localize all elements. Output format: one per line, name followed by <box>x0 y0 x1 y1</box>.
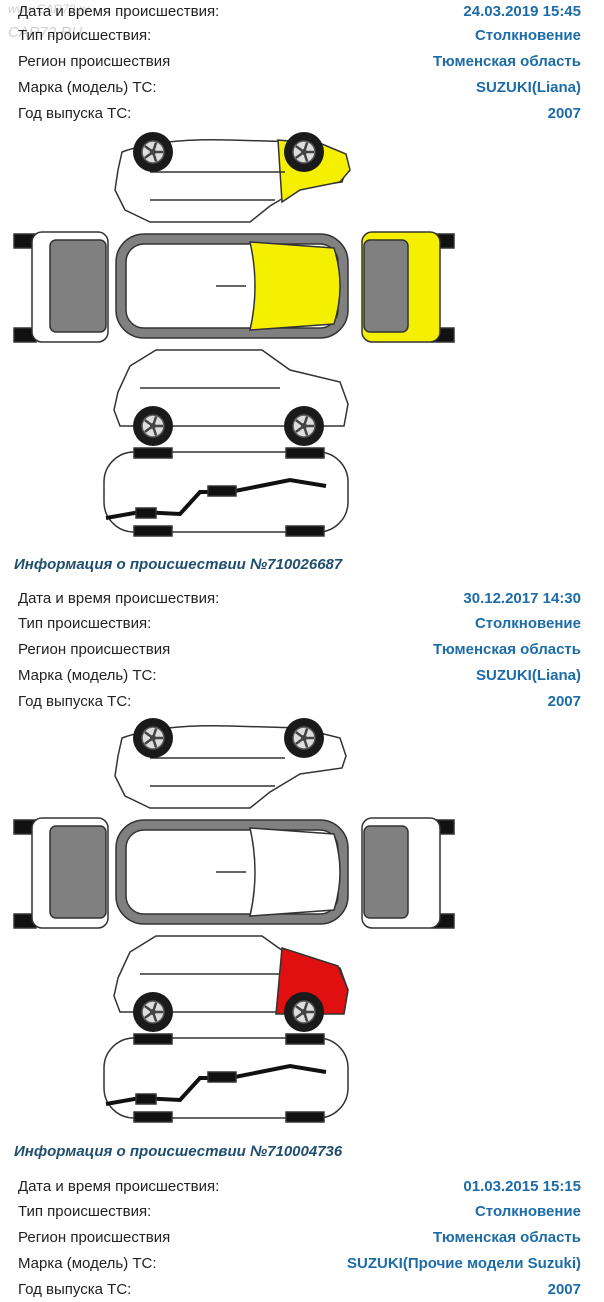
watermark: www.CAR72.ru CAR72.RU <box>8 2 128 52</box>
label-year: Год выпуска ТС: <box>18 105 132 122</box>
label-year: Год выпуска ТС: <box>18 1281 132 1298</box>
wheel <box>133 718 173 758</box>
incident-heading: Информация о происшествии №710026687 <box>14 556 343 573</box>
row-year: Год выпуска ТС: 2007 <box>18 1278 581 1302</box>
car-front-view <box>361 817 455 929</box>
car-rear-view <box>13 817 109 929</box>
value-type: Столкновение <box>474 27 581 44</box>
incident-heading: Информация о происшествии №710004736 <box>14 1143 343 1160</box>
wheel <box>284 406 324 446</box>
car-underbody <box>103 447 349 537</box>
watermark-line1: www.CAR72.ru <box>8 2 90 16</box>
value-type: Столкновение <box>474 1203 581 1220</box>
value-year: 2007 <box>547 1281 581 1298</box>
wheel <box>284 718 324 758</box>
label-region: Регион происшествия <box>18 53 171 70</box>
label-year: Год выпуска ТС: <box>18 693 132 710</box>
value-year: 2007 <box>547 105 581 122</box>
row-region: Регион происшествия Тюменская область <box>18 638 581 662</box>
row-year: Год выпуска ТС: 2007 <box>18 690 581 714</box>
label-date: Дата и время происшествия: <box>18 3 220 20</box>
label-type: Тип происшествия: <box>18 1203 152 1220</box>
label-type: Тип происшествия: <box>18 27 152 44</box>
row-type: Тип происшествия: Столкновение <box>18 612 581 636</box>
wheel <box>133 406 173 446</box>
wheel <box>133 992 173 1032</box>
row-model: Марка (модель) ТС: SUZUKI(Прочие модели … <box>18 1252 581 1276</box>
value-date: 01.03.2015 15:15 <box>463 1178 581 1195</box>
row-region: Регион происшествия Тюменская область <box>18 1226 581 1250</box>
value-region: Тюменская область <box>432 1229 581 1246</box>
label-model: Марка (модель) ТС: <box>18 79 157 96</box>
row-date: Дата и время происшествия: 30.12.2017 14… <box>18 587 581 611</box>
value-model: SUZUKI(Liana) <box>476 79 581 96</box>
row-type: Тип происшествия: Столкновение <box>18 24 581 48</box>
car-damage-diagram <box>0 130 604 540</box>
car-right-side <box>113 349 349 427</box>
car-underbody <box>103 1033 349 1123</box>
car-rear-view <box>13 231 109 343</box>
row-date: Дата и время происшествия: 24.03.2019 15… <box>18 0 581 24</box>
row-region: Регион происшествия Тюменская область <box>18 50 581 74</box>
wheel <box>284 132 324 172</box>
value-year: 2007 <box>547 693 581 710</box>
label-date: Дата и время происшествия: <box>18 1178 220 1195</box>
row-model: Марка (модель) ТС: SUZUKI(Liana) <box>18 76 581 100</box>
watermark-line2: CAR72.RU <box>8 24 83 41</box>
row-model: Марка (модель) ТС: SUZUKI(Liana) <box>18 664 581 688</box>
value-model: SUZUKI(Прочие модели Suzuki) <box>347 1255 581 1272</box>
car-front-view <box>361 231 455 343</box>
label-date: Дата и время происшествия: <box>18 590 220 607</box>
value-region: Тюменская область <box>432 53 581 70</box>
value-type: Столкновение <box>474 615 581 632</box>
row-date: Дата и время происшествия: 01.03.2015 15… <box>18 1175 581 1199</box>
value-date: 24.03.2019 15:45 <box>463 3 581 20</box>
label-region: Регион происшествия <box>18 641 171 658</box>
car-top-view <box>115 819 349 925</box>
label-region: Регион происшествия <box>18 1229 171 1246</box>
value-model: SUZUKI(Liana) <box>476 667 581 684</box>
wheel <box>284 992 324 1032</box>
row-type: Тип происшествия: Столкновение <box>18 1200 581 1224</box>
label-type: Тип происшествия: <box>18 615 152 632</box>
row-year: Год выпуска ТС: 2007 <box>18 102 581 126</box>
car-damage-diagram <box>0 716 604 1126</box>
car-top-view <box>115 233 349 339</box>
label-model: Марка (модель) ТС: <box>18 1255 157 1272</box>
value-region: Тюменская область <box>432 641 581 658</box>
wheel <box>133 132 173 172</box>
value-date: 30.12.2017 14:30 <box>463 590 581 607</box>
label-model: Марка (модель) ТС: <box>18 667 157 684</box>
